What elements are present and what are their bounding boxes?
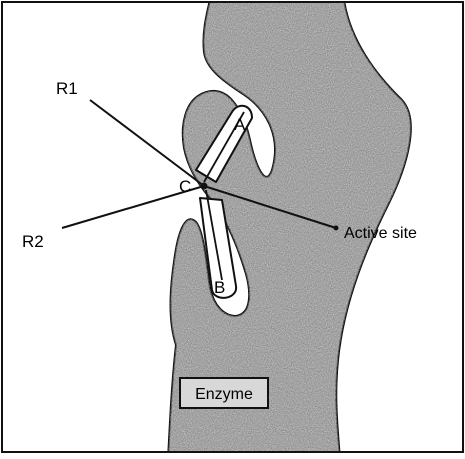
label-b: B <box>214 278 225 297</box>
label-r1: R1 <box>56 79 78 98</box>
label-active-site: Active site <box>344 225 417 242</box>
label-r2: R2 <box>22 232 44 251</box>
active-site-label-anchor <box>334 226 339 231</box>
label-c: C <box>179 177 191 196</box>
active-site-marker <box>201 183 208 190</box>
label-enzyme: Enzyme <box>195 386 253 403</box>
label-a: A <box>234 115 246 134</box>
